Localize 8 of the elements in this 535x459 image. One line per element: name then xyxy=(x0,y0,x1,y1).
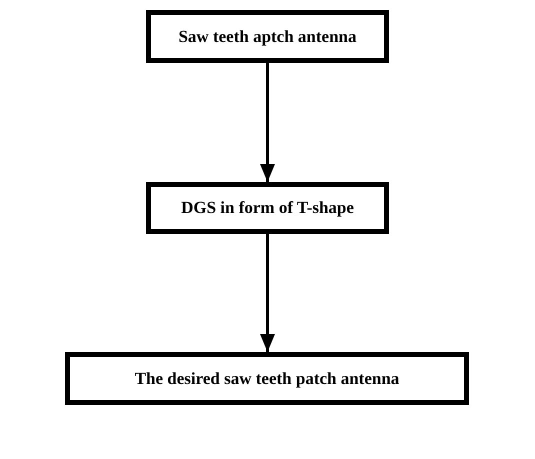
box-label: Saw teeth aptch antenna xyxy=(178,26,357,46)
arrow xyxy=(260,63,275,182)
box-label: DGS in form of T-shape xyxy=(181,198,354,218)
process-box xyxy=(146,10,389,63)
arrow xyxy=(260,234,275,352)
process-box xyxy=(65,352,469,405)
box-label: The desired saw teeth patch antenna xyxy=(134,368,400,388)
process-box xyxy=(146,182,389,234)
